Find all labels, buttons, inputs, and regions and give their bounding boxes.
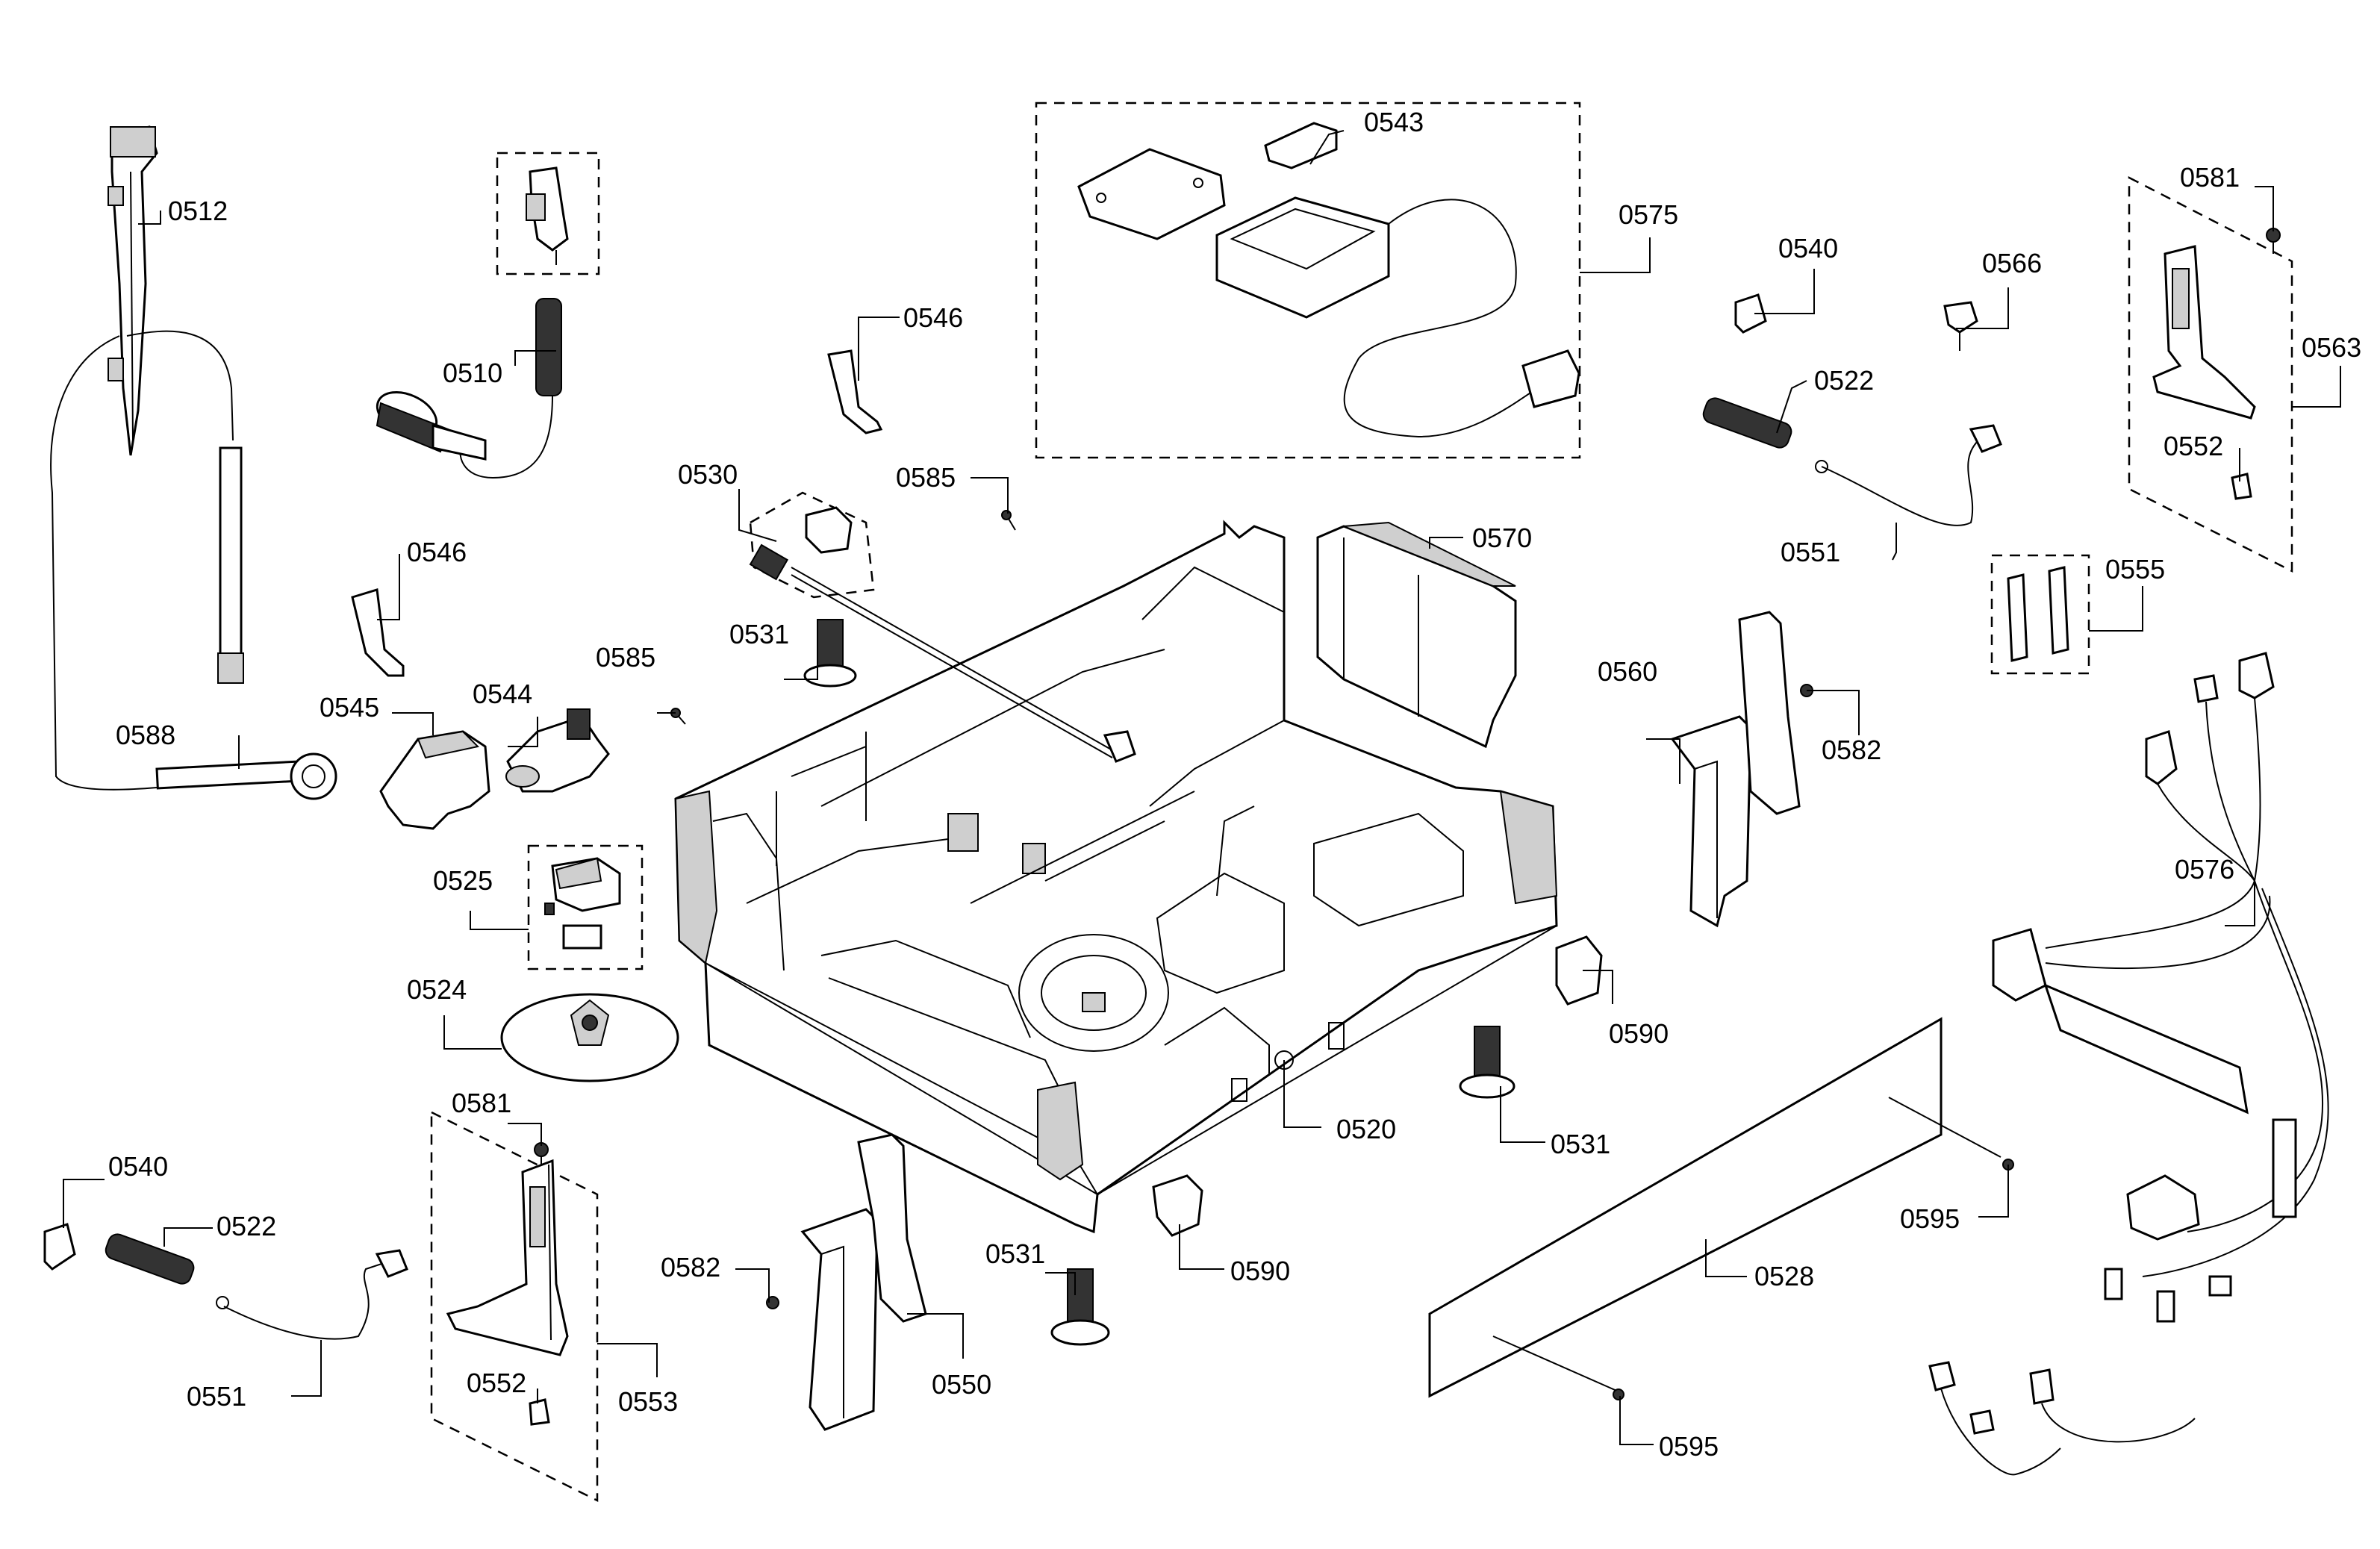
callout-0551-right: 0551 — [1781, 537, 1840, 567]
callout-0585-mid: 0585 — [596, 642, 655, 673]
part-0553-hinge-bracket — [446, 1159, 569, 1356]
callout-0530: 0530 — [678, 459, 738, 490]
part-0540-clip-left — [43, 1223, 76, 1271]
part-0570-control-module — [1316, 521, 1517, 749]
part-0510-fill-tube — [376, 298, 562, 479]
callout-0550: 0550 — [932, 1369, 991, 1400]
callout-0595-right: 0595 — [1900, 1203, 1960, 1234]
part-0546-clip-mid — [351, 588, 405, 677]
part-0588-tube — [155, 752, 337, 800]
callout-0546-top: 0546 — [903, 302, 963, 333]
callout-0552-left: 0552 — [467, 1368, 526, 1398]
group-box-0553 — [430, 1110, 599, 1503]
callout-0531-top: 0531 — [729, 619, 789, 649]
part-float-switch — [526, 166, 569, 265]
callout-0540-right: 0540 — [1778, 233, 1838, 264]
callout-0582-left: 0582 — [661, 1252, 720, 1282]
callout-0520: 0520 — [1336, 1114, 1396, 1144]
callout-0510: 0510 — [443, 358, 502, 388]
callout-0540-left: 0540 — [108, 1151, 168, 1182]
part-0563-hinge-bracket — [2152, 245, 2256, 420]
callout-0590-bottom: 0590 — [1230, 1256, 1290, 1286]
part-0575-power-cord — [1077, 122, 1580, 438]
group-box-0555 — [1990, 554, 2090, 675]
part-0531-foot-top — [803, 619, 857, 688]
part-0551-cable-left — [223, 1249, 408, 1340]
callout-labels: 0512 0510 0546 0543 0575 0540 0566 0581 … — [108, 107, 2361, 1462]
part-0545-pump-housing — [379, 730, 490, 830]
callout-0512: 0512 — [168, 196, 228, 226]
part-0576-wire-harness — [1928, 652, 2329, 1476]
part-0581-screw-right — [2266, 228, 2281, 254]
part-0525-sensor — [544, 857, 621, 950]
callout-0575: 0575 — [1619, 199, 1678, 230]
callout-0552-right: 0552 — [2164, 431, 2223, 461]
callout-0585-top: 0585 — [896, 462, 956, 493]
part-0522-spring-left — [105, 1233, 229, 1309]
callout-0566: 0566 — [1982, 248, 2042, 278]
part-0540-clip-right — [1734, 293, 1767, 334]
callout-0595-bottom: 0595 — [1659, 1431, 1719, 1462]
leader-lines — [63, 130, 2341, 1445]
callout-0546-mid: 0546 — [407, 537, 467, 567]
callout-0555: 0555 — [2105, 554, 2165, 585]
callout-0531-right: 0531 — [1551, 1129, 1610, 1159]
callout-0544: 0544 — [473, 679, 532, 709]
part-0560-bracket — [1670, 611, 1801, 928]
part-0546-clip-top — [827, 349, 883, 434]
callout-0522-right: 0522 — [1814, 365, 1874, 396]
group-box-0563 — [2128, 175, 2293, 573]
part-0566-switch — [1943, 301, 1978, 351]
callout-0528: 0528 — [1754, 1261, 1814, 1291]
callout-0522-left: 0522 — [216, 1211, 276, 1241]
group-box-0575 — [1035, 102, 1581, 459]
part-0531-foot-bottom — [1050, 1268, 1110, 1346]
callout-0570: 0570 — [1472, 523, 1532, 553]
callout-0563: 0563 — [2302, 332, 2361, 363]
callout-0553: 0553 — [618, 1386, 678, 1417]
callout-0582-right: 0582 — [1822, 735, 1881, 765]
callout-0545: 0545 — [320, 692, 379, 723]
part-0585-screw-mid — [670, 708, 686, 725]
part-0522-spring-right — [1702, 397, 1828, 473]
callout-0551-left: 0551 — [187, 1381, 246, 1412]
group-box-0530 — [749, 491, 875, 599]
part-0595-screw-bottom — [1613, 1389, 1624, 1400]
part-0551-cable-right — [1821, 424, 2002, 526]
callout-0576: 0576 — [2175, 854, 2234, 885]
part-0524-disc — [500, 993, 679, 1082]
part-0552-clip-left — [529, 1398, 550, 1426]
callout-0531-bottom: 0531 — [985, 1238, 1045, 1269]
part-0530-inlet — [749, 506, 1136, 763]
part-0550-bracket — [800, 1133, 927, 1431]
part-0512-feed-tube — [50, 125, 244, 791]
callout-0590-right: 0590 — [1609, 1018, 1669, 1049]
callout-0543: 0543 — [1364, 107, 1424, 137]
callout-0525: 0525 — [433, 865, 493, 896]
callout-0581-left: 0581 — [452, 1088, 511, 1118]
part-0544-drain-pump — [505, 708, 610, 793]
callout-0560: 0560 — [1598, 656, 1657, 687]
part-0590-bracket-bottom — [1152, 1174, 1203, 1237]
part-0590-bracket-right — [1555, 935, 1603, 1006]
part-0528-toe-kick — [1428, 1017, 2001, 1398]
group-box-float-switch — [496, 152, 600, 275]
part-0531-foot-right — [1459, 1026, 1515, 1099]
part-0552-clip-right — [2231, 473, 2252, 500]
callout-0581-right: 0581 — [2180, 162, 2240, 193]
part-0555-latch-parts — [2007, 566, 2069, 662]
callout-0588: 0588 — [116, 720, 175, 750]
base-tub-0520 — [674, 520, 1558, 1234]
callout-0524: 0524 — [407, 974, 467, 1005]
group-box-0525 — [527, 844, 644, 970]
